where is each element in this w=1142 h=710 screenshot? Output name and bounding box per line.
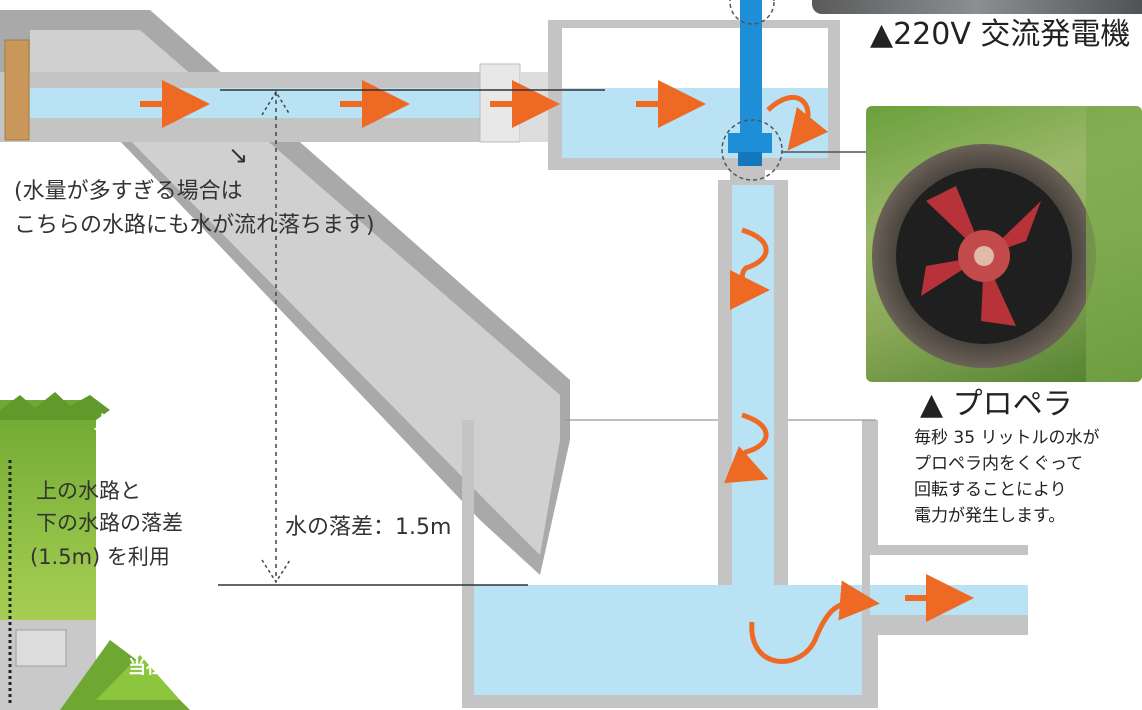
propeller-caption: ▲ プロペラ xyxy=(920,387,1073,422)
curved-arrow-icon xyxy=(729,227,770,310)
generator-photo xyxy=(812,0,1142,14)
curved-arrow-icon xyxy=(766,95,829,151)
curved-arrow-icon xyxy=(749,580,880,664)
height-markers xyxy=(218,89,605,586)
outlet-channel xyxy=(870,545,1028,635)
rice-fields xyxy=(0,392,190,710)
overflow-note-line-1: (水量が多すぎる場合は xyxy=(14,179,243,204)
drop-explain-line-1: 上の水路と xyxy=(36,479,141,503)
our-field-label: 当社の田んぼ xyxy=(128,657,236,678)
propeller-desc-line-2: プロペラ内をくぐって xyxy=(914,454,1084,474)
curved-arrow-icon xyxy=(723,412,769,484)
lower-basin xyxy=(462,419,878,708)
propeller-desc-line-1: 毎秒 35 リットルの水が xyxy=(914,428,1100,448)
propeller-image xyxy=(872,106,1142,382)
water-drop-label: 水の落差：1.5m xyxy=(285,515,452,540)
propeller-desc-line-4: 電力が発生します。 xyxy=(914,506,1066,526)
drop-explain-line-2: 下の水路の落差 xyxy=(36,511,183,535)
generator-caption: ▲220V 交流発電機 xyxy=(870,17,1131,52)
vertical-pipe xyxy=(718,180,788,650)
upper-channel xyxy=(0,63,560,143)
generator-shaft xyxy=(721,0,870,181)
drop-explain-line-3: (1.5m) を利用 xyxy=(30,545,170,569)
swirl-arrows xyxy=(723,95,880,664)
upper-field-label: 上の田んぼ xyxy=(94,413,184,434)
propeller-desc-line-3: 回転することにより xyxy=(914,480,1067,500)
propeller-photo xyxy=(866,106,1142,382)
overflow-arrow: ↘ xyxy=(228,141,249,169)
overflow-chute xyxy=(0,10,570,575)
wooden-gate xyxy=(4,39,30,141)
flow-arrows xyxy=(140,80,974,622)
overflow-note-line-2: こちらの水路にも水が流れ落ちます) xyxy=(14,213,375,238)
